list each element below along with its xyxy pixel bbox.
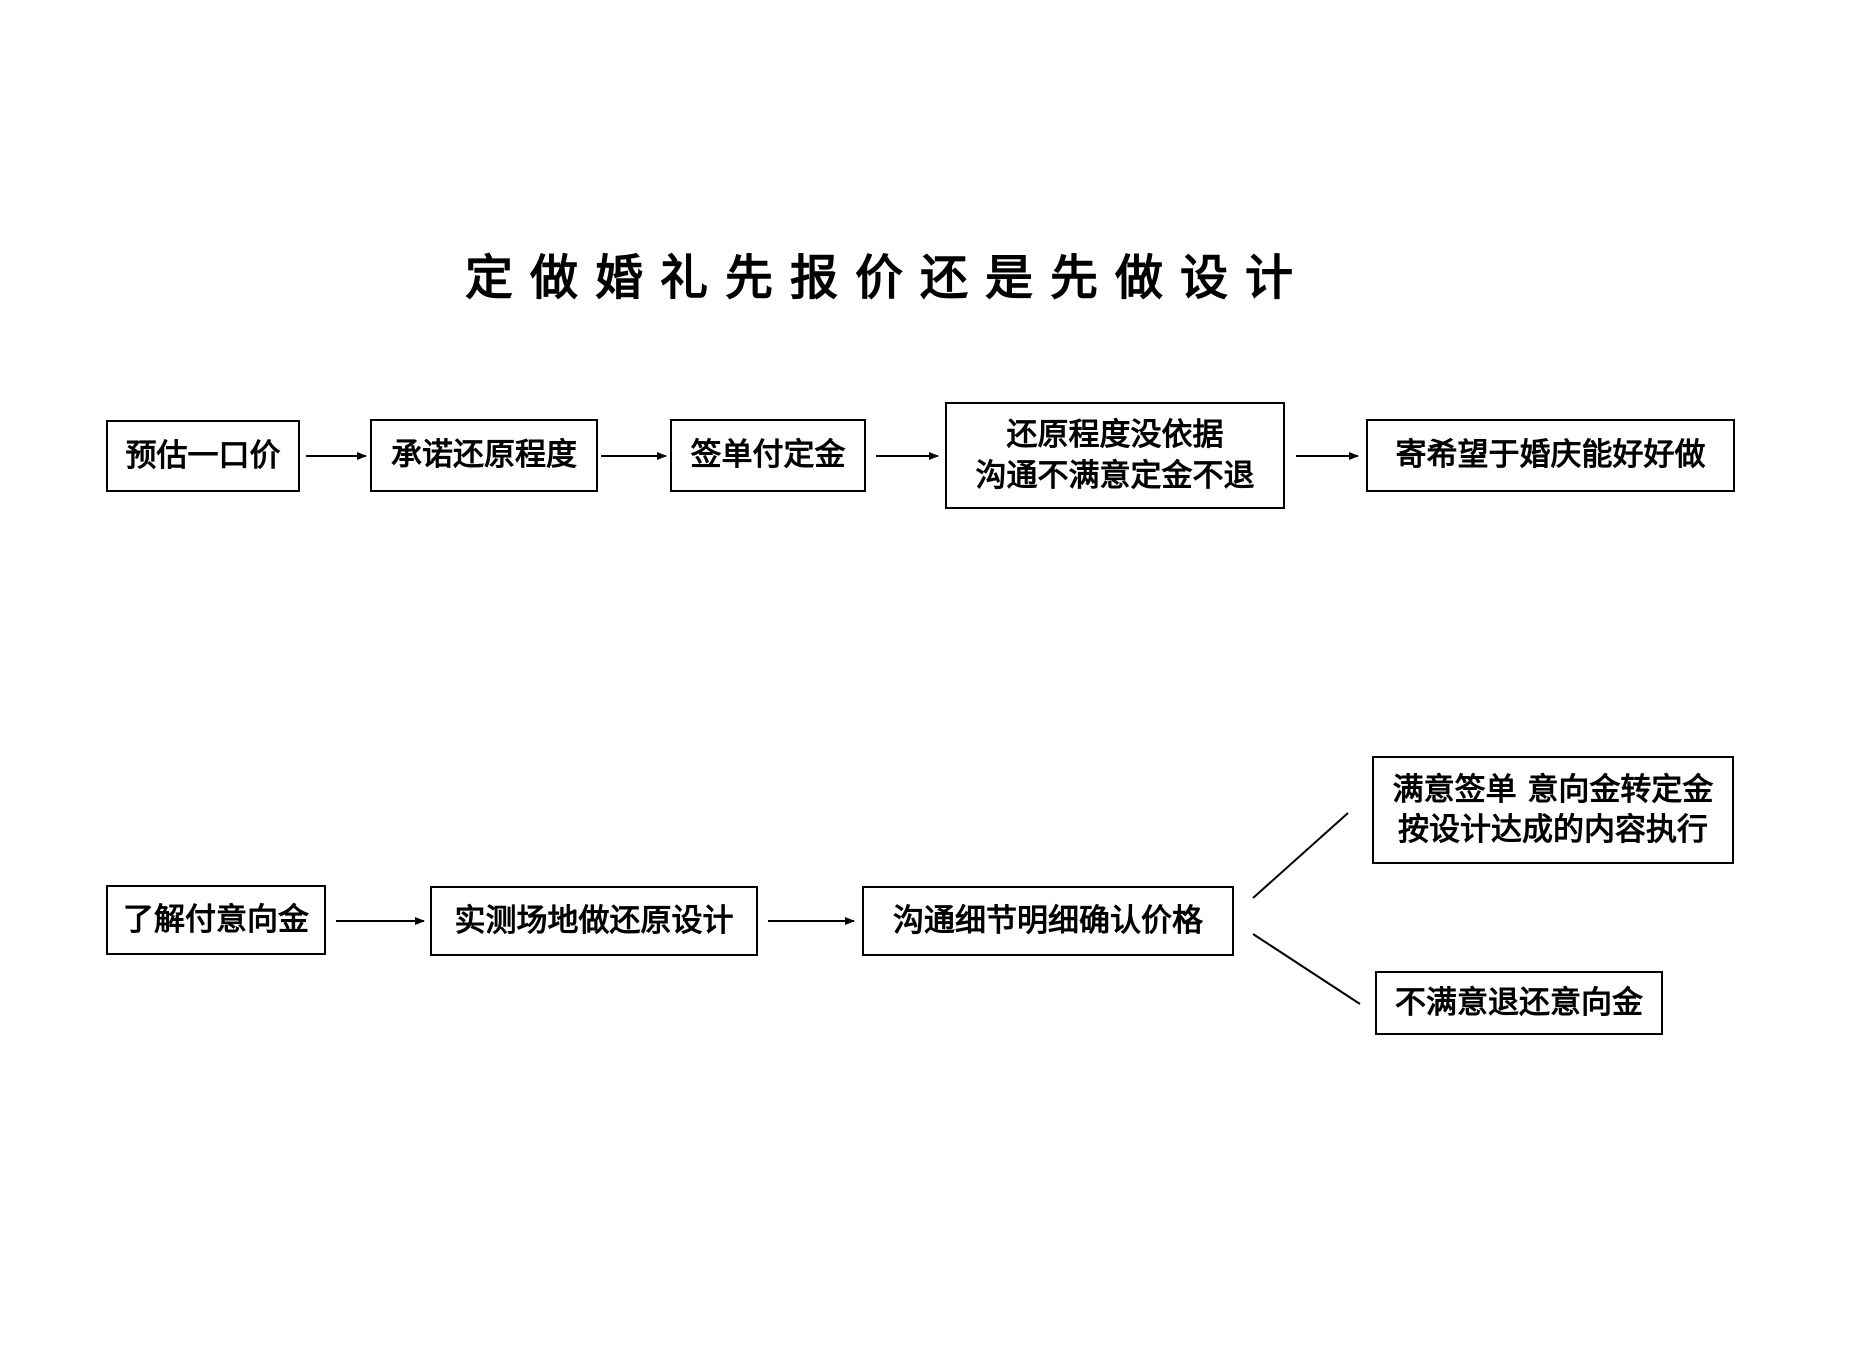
quote-step-no-basis: 还原程度没依据 沟通不满意定金不退 [945, 402, 1285, 509]
design-outcome-satisfied: 满意签单 意向金转定金 按设计达成的内容执行 [1372, 756, 1734, 864]
branch-to-unsatisfied [1252, 933, 1361, 1005]
design-step-site-survey: 实测场地做还原设计 [430, 886, 758, 956]
design-step-intent-deposit: 了解付意向金 [106, 885, 326, 955]
quote-step-hope: 寄希望于婚庆能好好做 [1366, 419, 1735, 492]
page-title: 定做婚礼先报价还是先做设计 [465, 250, 1311, 306]
design-step-confirm-price: 沟通细节明细确认价格 [862, 886, 1234, 956]
quote-step-sign-deposit: 签单付定金 [670, 419, 866, 492]
branch-to-satisfied [1252, 812, 1349, 899]
design-outcome-unsatisfied: 不满意退还意向金 [1375, 971, 1663, 1035]
quote-step-estimate: 预估一口价 [106, 420, 300, 492]
quote-step-promise-restoration: 承诺还原程度 [370, 419, 598, 492]
